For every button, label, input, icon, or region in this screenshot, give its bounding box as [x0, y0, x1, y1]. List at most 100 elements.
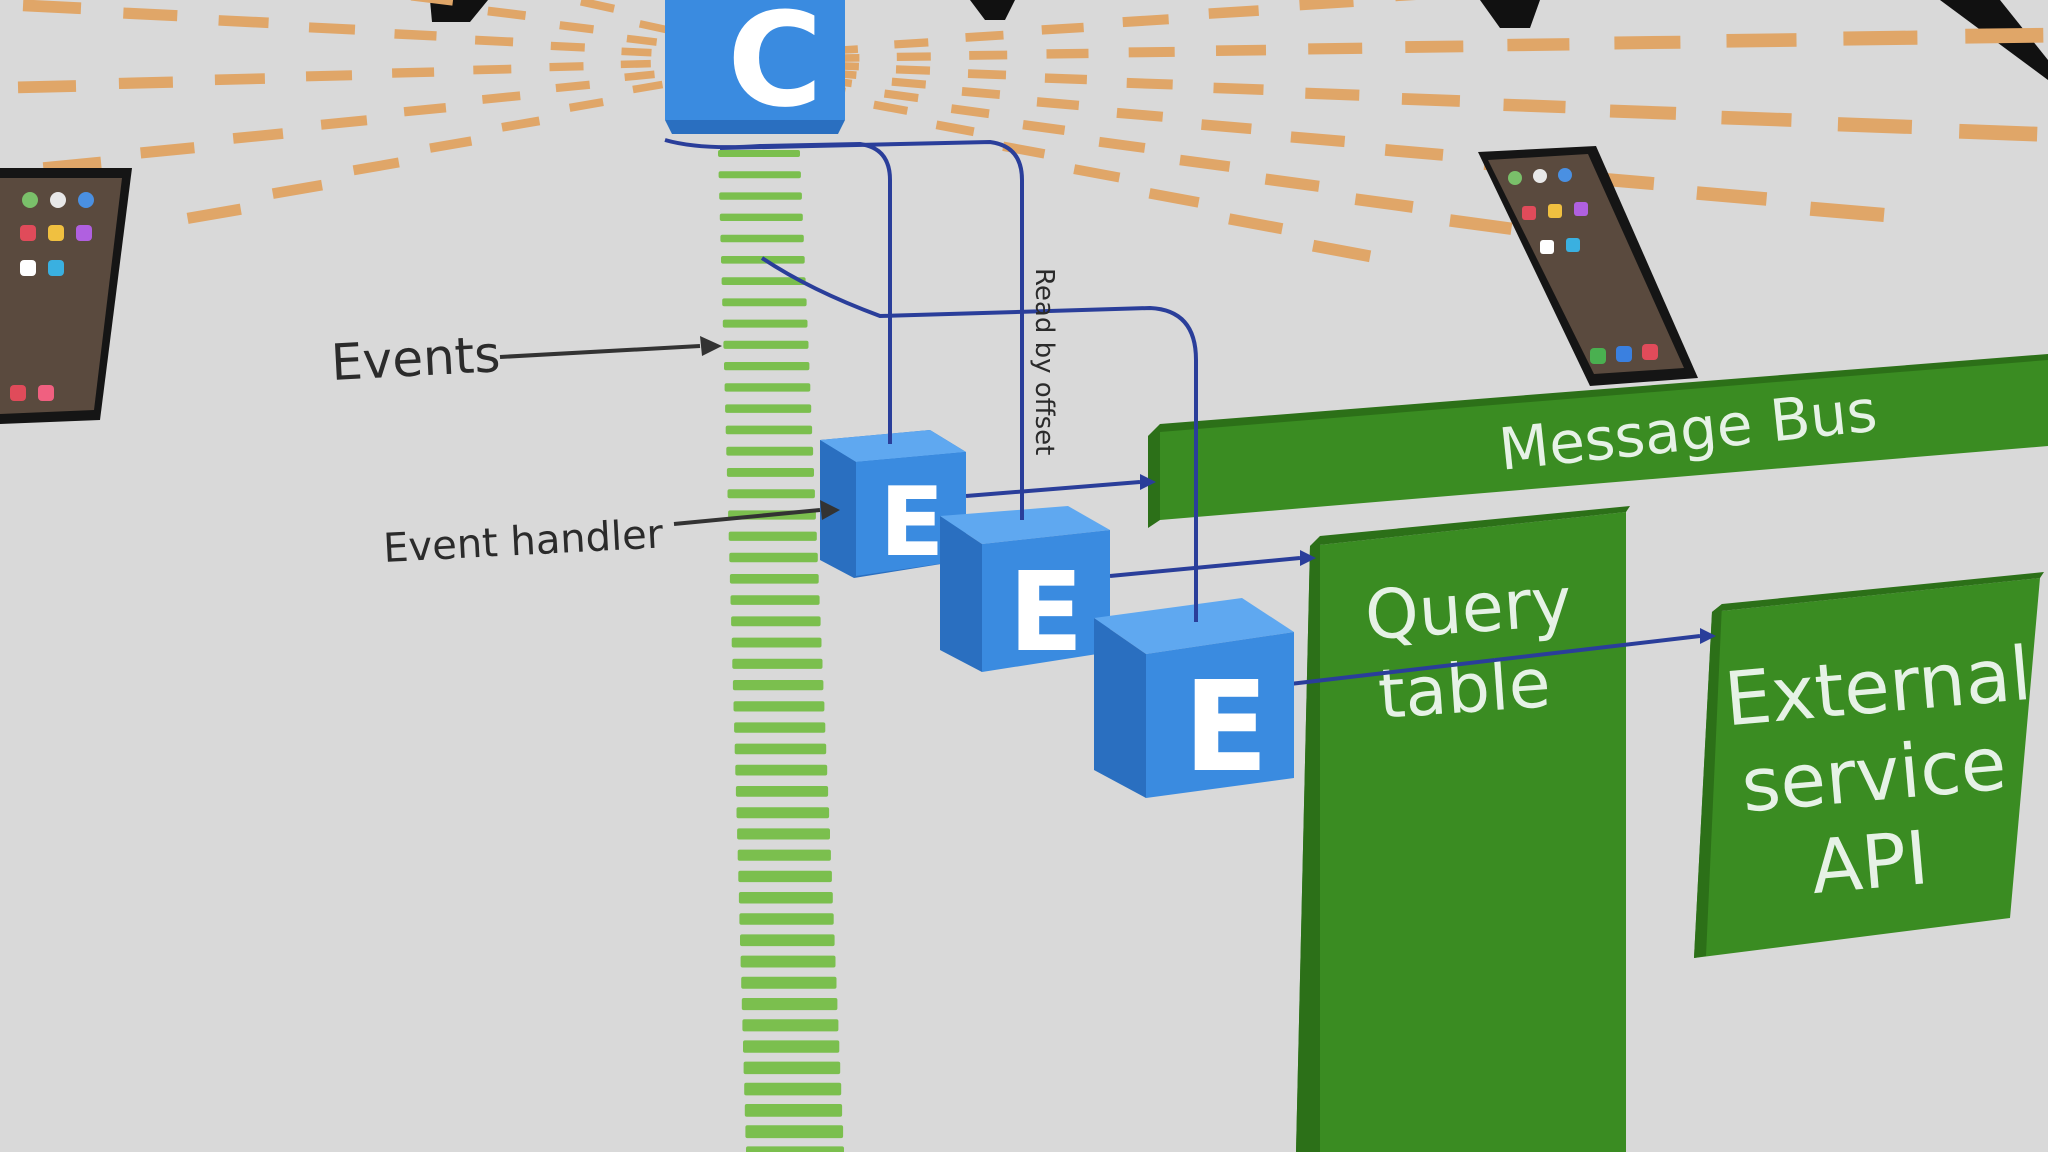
orange-plank — [1179, 154, 1231, 172]
orange-plank — [1122, 14, 1169, 28]
orange-plank — [140, 142, 195, 159]
orange-plank — [394, 29, 437, 41]
event-bar — [728, 531, 817, 541]
orange-plank — [1843, 30, 1918, 46]
orange-plank — [1308, 42, 1363, 55]
event-bar — [721, 277, 806, 285]
orange-plank — [621, 47, 652, 57]
orange-plank — [1022, 120, 1066, 135]
orange-plank — [1958, 123, 2038, 142]
orange-plank — [1609, 104, 1677, 120]
event-bar — [734, 743, 827, 755]
orange-plank — [1036, 97, 1080, 111]
command-cube-letter: C — [727, 0, 822, 136]
orange-plank — [429, 136, 473, 153]
wire-to-external-api — [1289, 634, 1701, 686]
orange-plank — [501, 116, 541, 132]
event-bar — [722, 298, 807, 307]
orange-plank — [271, 179, 323, 199]
orange-plank — [305, 70, 353, 82]
orange-plank — [550, 41, 585, 52]
event-bar — [737, 849, 831, 861]
wire-handler-2 — [719, 139, 1024, 518]
orange-plank — [403, 102, 447, 117]
event-bar — [725, 404, 812, 413]
orange-plank — [626, 34, 658, 46]
wire-handler-3 — [760, 256, 1198, 620]
orange-plank — [965, 30, 1004, 42]
phone-right — [1478, 146, 1698, 386]
orange-plank — [22, 0, 82, 15]
orange-plank — [1148, 188, 1200, 208]
event-bar — [744, 1082, 842, 1096]
event-handler-cube-1: E — [820, 430, 966, 578]
event-bar — [740, 955, 836, 968]
event-bar — [727, 489, 815, 499]
event-bar — [731, 616, 821, 627]
events-column — [718, 150, 844, 1152]
orange-plank — [1405, 40, 1464, 53]
event-bar — [729, 552, 818, 563]
arrow-query-table — [1300, 550, 1316, 566]
event-bar — [743, 1061, 841, 1075]
orange-plank — [1449, 214, 1513, 235]
event-bar — [732, 658, 823, 669]
offset-wires — [664, 138, 1701, 686]
event-bar — [738, 892, 833, 904]
orange-plank — [1837, 117, 1913, 135]
smartphone-icon — [1508, 168, 1658, 364]
orange-plank — [320, 115, 368, 130]
event-bar — [745, 1125, 844, 1139]
orange-plank — [1696, 186, 1768, 206]
external-api-block: External service API — [1694, 572, 2044, 958]
event-bar — [726, 446, 814, 456]
orange-plank — [1965, 27, 2044, 44]
event-bar — [746, 1146, 844, 1152]
orange-plank — [894, 38, 929, 49]
orange-plank — [896, 52, 931, 62]
command-cube: C — [665, 0, 845, 136]
orange-plank — [1126, 77, 1173, 90]
orange-plank — [1305, 87, 1360, 101]
orange-plank — [1116, 107, 1164, 122]
event-bar — [743, 1040, 840, 1053]
orange-plank — [473, 64, 512, 75]
orange-plank — [638, 20, 670, 34]
orange-plank — [961, 86, 1001, 100]
event-bar — [723, 340, 809, 349]
orange-plank — [1726, 33, 1797, 48]
event-handler-letter-3: E — [1183, 655, 1268, 800]
wire-to-message-bus — [965, 480, 1141, 498]
arrow-message-bus — [1140, 474, 1156, 490]
orange-plank — [1354, 193, 1414, 213]
orange-plank — [568, 97, 604, 112]
read-by-offset-label: Read by offset — [1029, 268, 1059, 455]
orange-plank — [1228, 213, 1284, 235]
orange-plank — [895, 65, 931, 75]
smartphone-icon — [10, 192, 94, 401]
event-bar — [744, 1104, 843, 1117]
orange-plank — [474, 35, 514, 47]
event-bar — [722, 319, 808, 328]
orange-plank — [935, 120, 975, 137]
event-bar — [740, 934, 835, 947]
query-table-block: Query table — [1296, 506, 1630, 1152]
orange-plank — [891, 77, 927, 89]
event-bar — [725, 425, 813, 435]
orange-plank — [559, 21, 594, 34]
orange-plank — [883, 89, 919, 103]
orange-plank — [1002, 141, 1046, 159]
orange-plank — [620, 59, 651, 69]
orange-plank — [308, 22, 356, 35]
external-api-label-line3: API — [1808, 815, 1932, 911]
wire-arrowheads — [1140, 474, 1716, 644]
event-bar — [742, 1019, 839, 1032]
orange-plank — [1213, 82, 1264, 96]
event-bar — [741, 976, 837, 989]
orange-plank — [1098, 136, 1146, 153]
orange-plank — [549, 62, 584, 72]
orange-plank — [410, 0, 454, 6]
orange-plank — [1128, 46, 1175, 58]
event-bar — [735, 764, 828, 776]
query-table-label-line2: table — [1376, 644, 1553, 735]
